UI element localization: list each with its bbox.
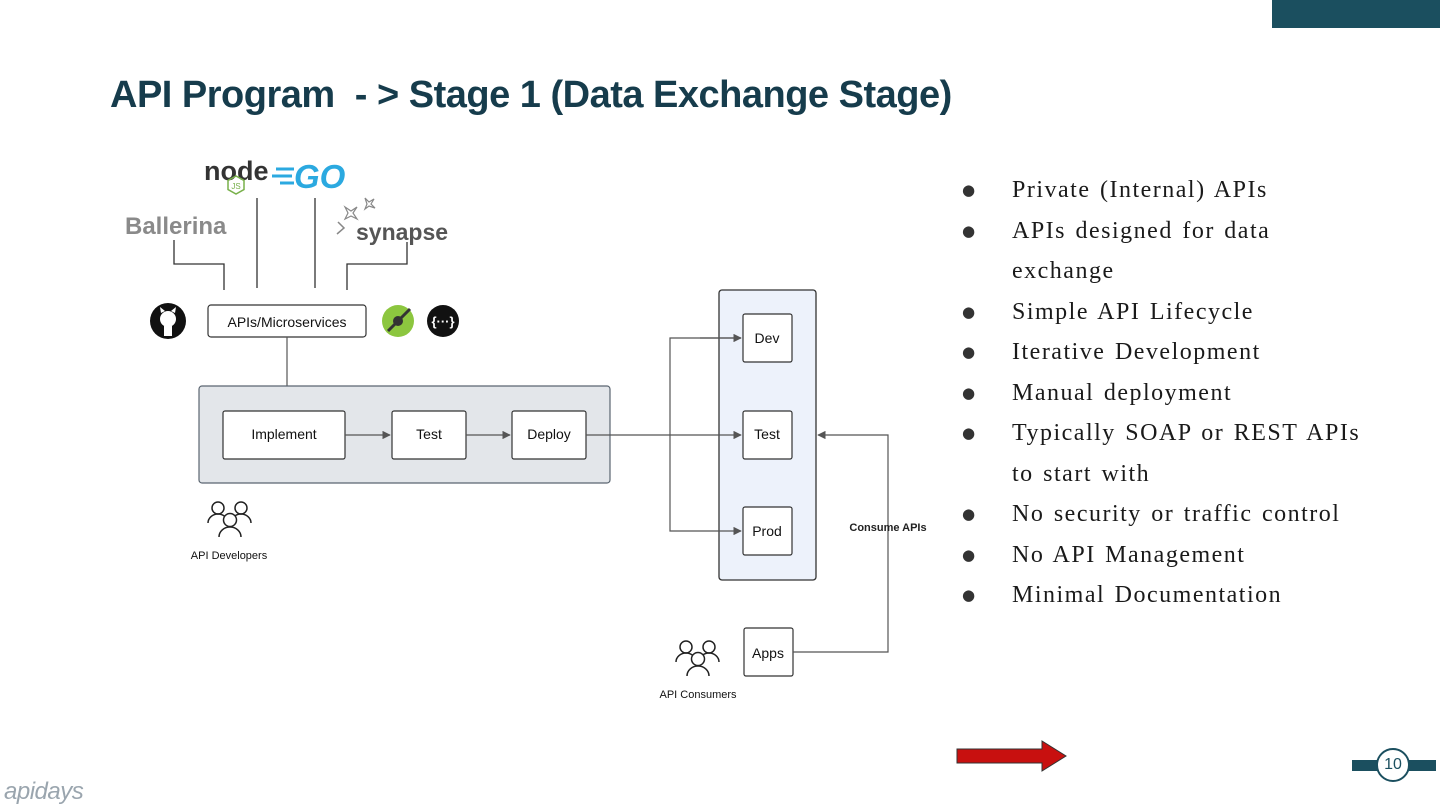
bullet-item: APIs designed for data exchange — [962, 211, 1382, 292]
apps-label: Apps — [752, 645, 784, 661]
next-arrow-icon[interactable] — [956, 740, 1068, 772]
svg-text:JS: JS — [231, 182, 240, 191]
synapse-logo: synapse — [336, 197, 448, 245]
svg-text:synapse: synapse — [356, 219, 448, 245]
page-number: 10 — [1376, 748, 1410, 782]
api-developers-icon — [207, 501, 252, 538]
api-tool-icon — [382, 305, 414, 337]
bullet-item: Minimal Documentation — [962, 575, 1382, 616]
bullet-item: Iterative Development — [962, 332, 1382, 373]
bullet-item: Simple API Lifecycle — [962, 292, 1382, 333]
go-logo: GO — [272, 158, 346, 195]
node-logo: node JS — [204, 156, 269, 195]
test-step-label: Test — [416, 426, 442, 442]
consume-apis-label: Consume APIs — [849, 522, 926, 534]
apidays-logo: apidays — [4, 778, 84, 805]
api-developers-label: API Developers — [191, 550, 268, 562]
api-consumers-label: API Consumers — [659, 689, 737, 701]
apis-microservices-label: APIs/Microservices — [227, 314, 346, 330]
dev-env-box — [742, 313, 793, 363]
swagger-icon: {···} — [427, 305, 459, 337]
bullet-item: Typically SOAP or REST APIs to start wit… — [962, 413, 1382, 494]
test-env-label: Test — [754, 426, 780, 442]
bullet-item: Manual deployment — [962, 373, 1382, 414]
top-accent-bar — [1272, 0, 1440, 28]
page-number-badge: 10 — [1352, 748, 1436, 784]
svg-text:node: node — [204, 156, 269, 186]
prod-env-box — [742, 506, 793, 556]
github-icon — [150, 303, 186, 339]
prod-env-label: Prod — [752, 523, 782, 539]
test-env-box — [742, 410, 793, 460]
bullet-list: Private (Internal) APIs APIs designed fo… — [962, 170, 1382, 616]
slide-title: API Program - > Stage 1 (Data Exchange S… — [110, 74, 952, 116]
api-consumers-icon — [675, 640, 720, 677]
ballerina-logo: Ballerina — [125, 213, 227, 240]
bullet-item: Private (Internal) APIs — [962, 170, 1382, 211]
bullet-item: No security or traffic control — [962, 494, 1382, 535]
deploy-label: Deploy — [527, 426, 571, 442]
implement-label: Implement — [251, 426, 316, 442]
bullet-item: No API Management — [962, 535, 1382, 576]
dev-env-label: Dev — [755, 330, 780, 346]
svg-text:{···}: {···} — [431, 314, 454, 329]
svg-text:GO: GO — [294, 158, 346, 195]
